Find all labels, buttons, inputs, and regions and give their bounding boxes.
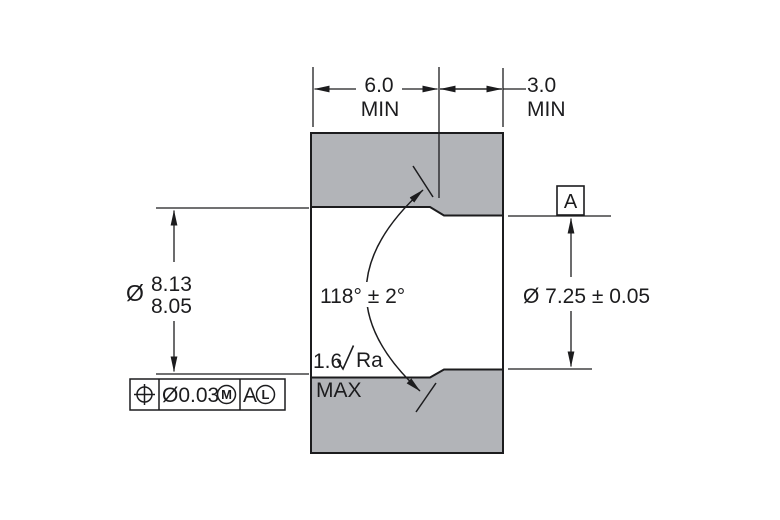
pilot-depth-qualifier: MIN xyxy=(527,98,566,121)
lmc-modifier-circle xyxy=(255,384,276,405)
fcf-material-modifier: M xyxy=(221,387,232,402)
counterbore-depth-qualifier: MIN xyxy=(361,98,400,121)
counterbore-depth-value: 6.0 xyxy=(364,74,393,97)
chamfer-tick-upper xyxy=(412,165,434,198)
counterbore-diameter-upper: 8.13 xyxy=(151,273,192,296)
datum-flag-box xyxy=(556,185,585,216)
chamfer-tick-lower xyxy=(415,382,437,413)
counterbore-diameter-symbol: Ø xyxy=(126,280,144,306)
fcf-datum-reference: A xyxy=(243,384,257,407)
feature-control-frame xyxy=(129,378,286,411)
drill-angle-annotation xyxy=(316,165,437,413)
pilot-depth-value: 3.0 xyxy=(527,74,556,97)
mmc-modifier-circle xyxy=(216,384,237,405)
datum-flag-label: A xyxy=(564,191,578,213)
hole-diameter-value: Ø 7.25 ± 0.05 xyxy=(523,285,650,308)
top-dimensions xyxy=(312,67,526,198)
surface-finish-qualifier: MAX xyxy=(316,379,362,402)
fcf-box xyxy=(129,378,286,411)
fcf-tolerance: Ø0.03 xyxy=(162,384,219,407)
surface-finish-note xyxy=(336,345,355,371)
part-lower-section xyxy=(310,368,504,454)
counterbore-diameter-lower: 8.05 xyxy=(151,295,192,318)
counterbore-diameter-dimension xyxy=(156,207,309,375)
surface-finish-value: 1.6 xyxy=(313,350,342,373)
text-mask xyxy=(316,282,408,307)
surface-finish-check-icon xyxy=(336,345,355,371)
position-symbol-icon xyxy=(134,384,155,405)
datum-flag xyxy=(556,185,585,216)
part-section-view xyxy=(310,132,504,454)
fcf-datum-modifier: L xyxy=(262,387,270,402)
drill-point-angle: 118° ± 2° xyxy=(320,285,405,308)
part-upper-section xyxy=(310,132,504,217)
hole-diameter-dimension xyxy=(508,215,611,370)
surface-finish-parameter: Ra xyxy=(356,349,383,372)
